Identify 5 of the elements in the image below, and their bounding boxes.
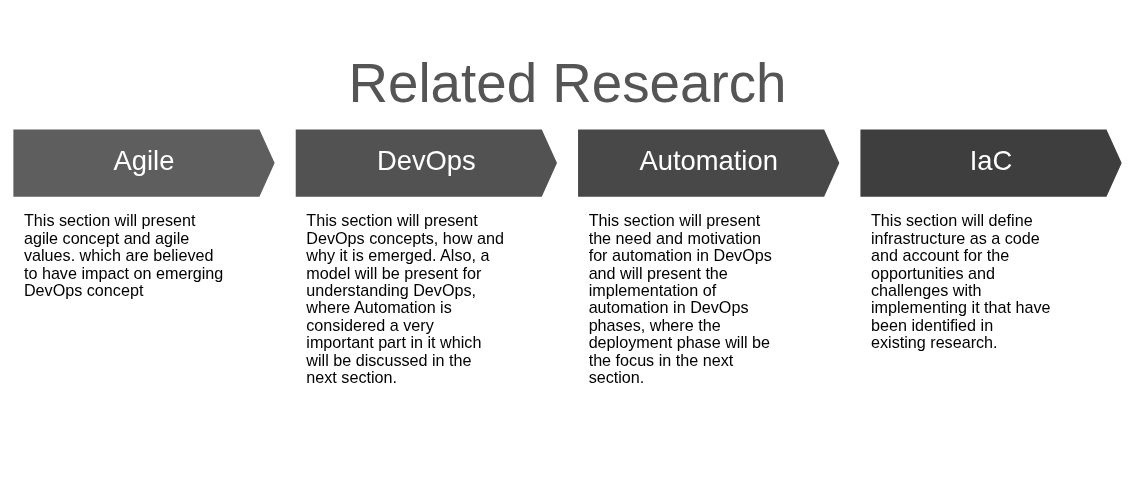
node-label: This section will present DevOps concepts, how and why it is emerged. Also, a model will be present for understanding DevOps, where Automation is considered a very important part in it which will be discussed in the next section.: [306, 211, 504, 387]
diagram-title: Related Research: [348, 51, 787, 114]
node-label: This section will define infrastructure as a code and account for the opportunities and challenges with implementing it that have been identified in existing research.: [870, 211, 1051, 352]
node-label: This section will present the need and motivation for automation in DevOps and will present the implementation of automation in DevOps phases, where the deployment phase will be the focus in the next section.: [588, 211, 772, 387]
node-label: This section will present agile concept and agile values. which are believed to have impact on emerging DevOps concept: [23, 211, 224, 300]
